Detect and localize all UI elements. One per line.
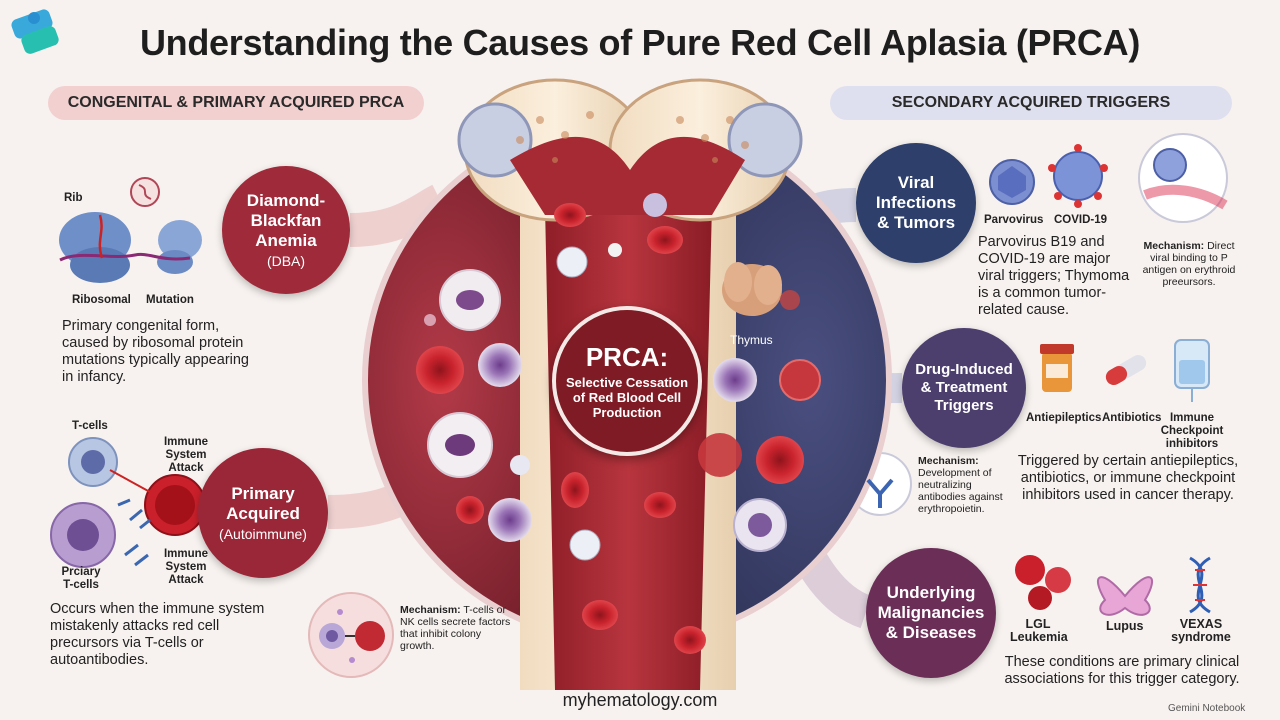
malignancies-node-title: Underlying Malignancies & Diseases [877, 583, 985, 642]
viral-mechanism-text: Direct viral binding to P antigen on ery… [1142, 240, 1236, 288]
label-lupus: Lupus [1106, 619, 1144, 633]
viral-node: Viral Infections & Tumors [856, 143, 976, 263]
drug-mechanism: Mechanism: Development of neutralizing a… [918, 455, 1008, 515]
primary-mechanism-text: T-cells or NK cells secrete factors that… [400, 604, 511, 652]
dba-node: Diamond-Blackfan Anemia (DBA) [222, 166, 350, 294]
viral-mechanism-label: Mechanism: [1143, 240, 1205, 252]
drug-node: Drug-Induced & Treatment Triggers [902, 328, 1026, 448]
label-immune-attack-1: Immune System Attack [163, 436, 209, 474]
right-section-header: SECONDARY ACQUIRED TRIGGERS [830, 86, 1232, 120]
footer-site-url[interactable]: myhematology.com [562, 690, 718, 710]
label-immune-checkpoint: Immune Checkpoint inhibitors [1160, 412, 1224, 450]
primary-description: Occurs when the immune system mistakenly… [50, 601, 265, 668]
primary-mechanism-label: Mechanism: [400, 604, 461, 616]
label-ribosomal: Ribosomal [72, 294, 131, 306]
label-mutation: Mutation [146, 294, 194, 306]
primary-node-subtitle: (Autoimmune) [219, 526, 307, 542]
label-thymus: Thymus [730, 333, 773, 347]
primary-mechanism: Mechanism: T-cells or NK cells secrete f… [400, 604, 512, 652]
label-antibiotics: Antibiotics [1102, 412, 1162, 424]
malignancies-node: Underlying Malignancies & Diseases [866, 548, 996, 678]
label-parvovirus: Parvovirus [984, 214, 1044, 226]
viral-description: Parvovirus B19 and COVID-19 are major vi… [978, 234, 1130, 318]
viral-node-title: Viral Infections & Tumors [875, 173, 957, 232]
page-title: Understanding the Causes of Pure Red Cel… [139, 22, 1141, 63]
label-covid: COVID-19 [1054, 214, 1108, 226]
label-antiepileptics: Antiepileptics [1026, 412, 1102, 424]
drug-node-title: Drug-Induced & Treatment Triggers [915, 361, 1013, 414]
viral-mechanism: Mechanism: Direct viral binding to P ant… [1134, 240, 1244, 288]
malignancies-description: These conditions are primary clinical as… [1004, 654, 1240, 687]
dba-description: Primary congenital form, caused by ribos… [62, 318, 249, 385]
label-immune-attack-2: Immune System Attack [163, 548, 209, 586]
label-rib: Rib [64, 192, 83, 204]
primary-acquired-node: Primary Acquired (Autoimmune) [198, 448, 328, 578]
drug-description: Triggered by certain antiepileptics, ant… [1017, 453, 1239, 503]
center-prca-circle: PRCA: Selective Cessation of Red Blood C… [552, 306, 702, 456]
center-subtitle: Selective Cessation of Red Blood Cell Pr… [565, 374, 689, 420]
drug-mechanism-text: Development of neutralizing antibodies a… [918, 467, 1003, 515]
label-prciary-tcells: Prciary T-cells [61, 566, 101, 591]
watermark: Gemini Notebook [1168, 703, 1246, 714]
drug-mechanism-label: Mechanism: [918, 455, 979, 467]
center-title: PRCA: [585, 341, 669, 372]
left-section-header: CONGENITAL & PRIMARY ACQUIRED PRCA [48, 86, 424, 120]
label-tcells: T-cells [72, 420, 108, 432]
dba-node-subtitle: (DBA) [266, 253, 306, 269]
label-lgl-leukemia: LGL Leukemia [1010, 617, 1068, 644]
primary-node-title: Primary Acquired [226, 484, 300, 523]
label-vexas: VEXAS syndrome [1171, 617, 1231, 644]
dba-node-title: Diamond-Blackfan Anemia [246, 191, 326, 250]
